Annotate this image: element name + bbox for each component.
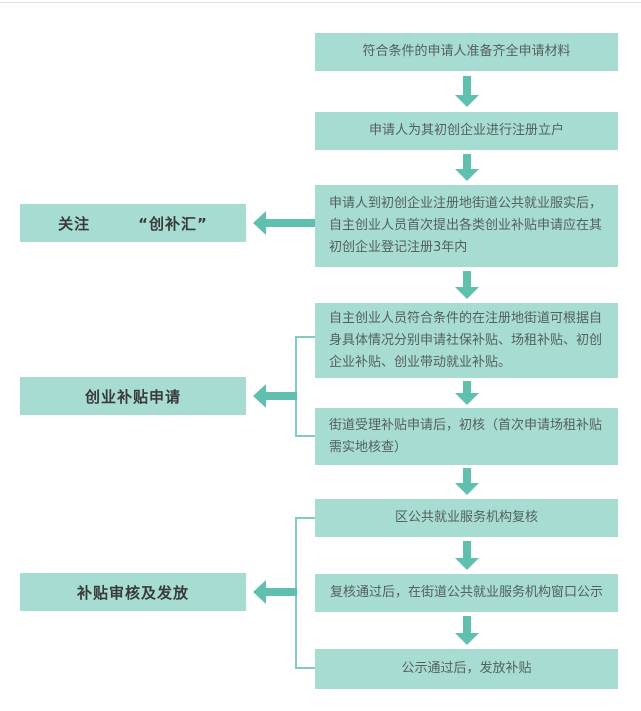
down-arrow-icon [454, 381, 479, 405]
side-label-apply: 创业补贴申请 [20, 377, 246, 415]
connector-line [295, 336, 297, 437]
connector-line [295, 667, 315, 669]
left-arrow-icon [253, 384, 297, 408]
arrow-head [454, 558, 479, 570]
connector-line [295, 435, 315, 437]
down-arrow-icon [454, 154, 479, 181]
flow-step-text: 公示通过后，发放补贴 [401, 661, 532, 676]
arrow-head [454, 95, 479, 107]
arrow-stem [462, 468, 471, 483]
arrow-stem [266, 219, 315, 227]
arrow-head [253, 580, 266, 604]
down-arrow-icon [454, 271, 479, 299]
left-arrow-icon [253, 211, 315, 235]
side-label-text: 创业补贴申请 [84, 387, 181, 406]
arrow-head [454, 393, 479, 405]
flow-step-text: 申请人为其初创企业进行注册立户 [368, 123, 564, 138]
arrow-head [253, 384, 266, 408]
flow-step-3: 申请人到初创企业注册地街道公共就业服实后，自主创业人员首次提出各类创业补贴申请应… [315, 185, 618, 267]
flow-step-text: 符合条件的申请人准备齐全申请材料 [362, 44, 571, 59]
arrow-stem [462, 271, 471, 287]
down-arrow-icon [454, 616, 479, 645]
connector-line [295, 517, 315, 519]
arrow-stem [266, 588, 297, 596]
arrow-head [253, 211, 266, 235]
left-arrow-icon [253, 580, 297, 604]
side-label-text: 关注 “创补汇” [58, 214, 208, 233]
connector-line [295, 336, 315, 338]
flow-step-text: 申请人到初创企业注册地街道公共就业服实后，自主创业人员首次提出各类创业补贴申请应… [329, 196, 603, 255]
flow-step-6: 区公共就业服务机构复核 [315, 499, 618, 537]
flow-step-8: 公示通过后，发放补贴 [315, 649, 618, 689]
arrow-head [454, 287, 479, 299]
flow-step-2: 申请人为其初创企业进行注册立户 [315, 112, 618, 150]
flow-step-1: 符合条件的申请人准备齐全申请材料 [315, 33, 618, 71]
flow-step-text: 复核通过后，在街道公共就业服务机构窗口公示 [329, 585, 603, 600]
arrow-stem [462, 616, 471, 633]
down-arrow-icon [454, 541, 479, 570]
arrow-stem [462, 541, 471, 558]
flow-step-text: 区公共就业服务机构复核 [394, 510, 538, 525]
flow-step-5: 街道受理补贴申请后，初核（首次申请场租补贴需实地核查） [315, 408, 618, 465]
divider [0, 2, 641, 3]
arrow-stem [462, 154, 471, 169]
flow-step-text: 自主创业人员符合条件的在注册地街道可根据自身具体情况分别申请社保补贴、场租补贴、… [329, 310, 603, 370]
arrow-stem [462, 381, 471, 393]
flow-step-4: 自主创业人员符合条件的在注册地街道可根据自身具体情况分别申请社保补贴、场租补贴、… [315, 303, 618, 378]
down-arrow-icon [454, 468, 479, 495]
side-label-review: 补贴审核及发放 [20, 573, 246, 611]
arrow-stem [266, 392, 297, 400]
flow-step-text: 街道受理补贴申请后，初核（首次申请场租补贴需实地核查） [329, 417, 603, 455]
arrow-stem [462, 76, 471, 95]
arrow-head [454, 169, 479, 181]
arrow-head [454, 483, 479, 495]
side-label-follow: 关注 “创补汇” [20, 204, 246, 242]
down-arrow-icon [454, 76, 479, 107]
flow-step-7: 复核通过后，在街道公共就业服务机构窗口公示 [315, 574, 618, 612]
arrow-head [454, 633, 479, 645]
side-label-text: 补贴审核及发放 [76, 583, 189, 602]
